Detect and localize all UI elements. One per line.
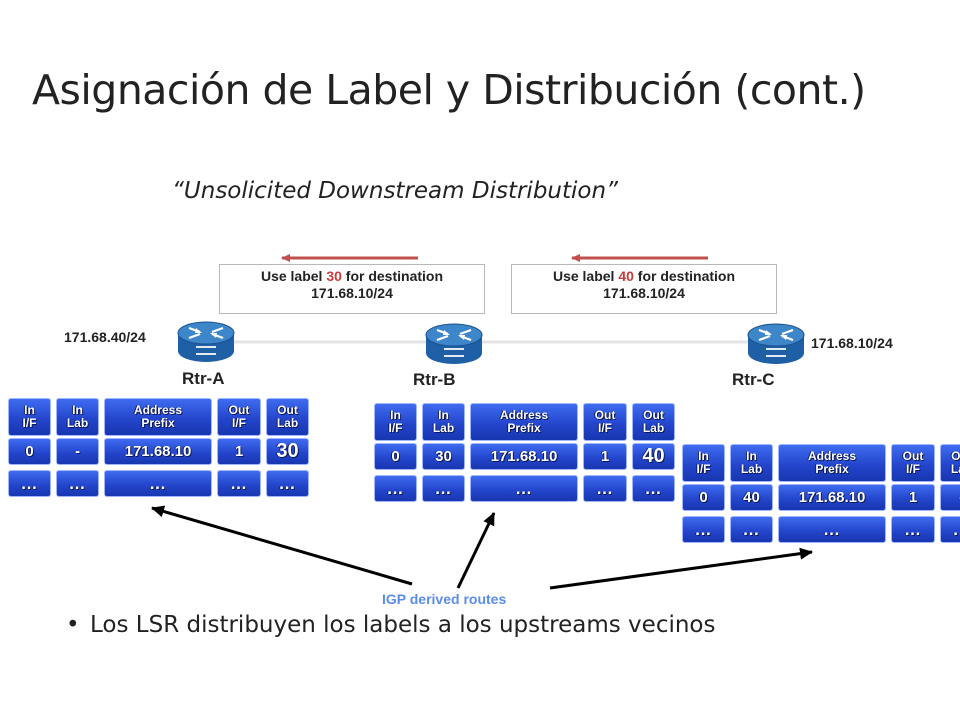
table-cell-more: … (104, 470, 212, 497)
table-cell-more: … (891, 516, 935, 543)
message-label: 40 (618, 268, 634, 284)
table-header-address-prefix: Address Prefix (104, 398, 212, 436)
table-cell-more: … (422, 475, 465, 502)
table-header-in-lab: In Lab (422, 403, 465, 441)
table-cell-out-if: 1 (583, 443, 627, 470)
bullet-dot: • (66, 612, 80, 638)
table-header-address-prefix: Address Prefix (778, 444, 886, 482)
message-destination: 171.68.10/24 (603, 285, 685, 301)
table-cell-address-prefix: 171.68.10 (778, 484, 886, 511)
igp-arrow-b (456, 512, 496, 589)
table-cell-more: … (682, 516, 725, 543)
table-cell-out-if: 1 (217, 438, 261, 465)
subtitle: “Unsolicited Downstream Distribution” (172, 178, 618, 204)
table-cell-more: … (56, 470, 99, 497)
router-name-a: Rtr-A (182, 369, 225, 388)
table-header-out-lab: Out Lab (266, 398, 309, 436)
table-cell-more: … (374, 475, 417, 502)
igp-arrow-c (549, 547, 813, 590)
message-text: for destination (341, 268, 444, 284)
message-label: 30 (326, 268, 342, 284)
table-cell-address-prefix: 171.68.10 (104, 438, 212, 465)
table-cell-more: … (940, 516, 960, 543)
table-header-in-if: In I/F (8, 398, 51, 436)
table-cell-out-lab: 40 (632, 443, 675, 470)
router-name-c: Rtr-C (732, 370, 775, 389)
table-cell-out-lab: - (940, 484, 960, 511)
table-cell-more: … (217, 470, 261, 497)
table-cell-in-if: 0 (8, 438, 51, 465)
igp-arrow-a (151, 505, 413, 586)
table-cell-in-if: 0 (682, 484, 725, 511)
table-header-in-lab: In Lab (56, 398, 99, 436)
table-header-out-lab: Out Lab (940, 444, 960, 482)
message-text: Use label (260, 268, 327, 284)
table-header-address-prefix: Address Prefix (470, 403, 578, 441)
prefix-left: 171.68.40/24 (64, 329, 146, 345)
message-text: for destination (633, 268, 736, 284)
table-cell-out-lab: 30 (266, 438, 309, 465)
table-header-out-if: Out I/F (583, 403, 627, 441)
table-cell-in-lab: 40 (730, 484, 773, 511)
message-destination: 171.68.10/24 (311, 285, 393, 301)
router-icon (746, 321, 806, 367)
message-text: Use label (552, 268, 619, 284)
router-icon (424, 321, 484, 367)
table-cell-more: … (266, 470, 309, 497)
label-message-1: Use label 30 for destination 171.68.10/2… (219, 264, 485, 314)
table-header-out-lab: Out Lab (632, 403, 675, 441)
table-cell-more: … (8, 470, 51, 497)
label-message-2: Use label 40 for destination 171.68.10/2… (511, 264, 777, 314)
router-icon (176, 319, 236, 365)
table-header-in-if: In I/F (374, 403, 417, 441)
table-cell-in-lab: - (56, 438, 99, 465)
table-cell-out-if: 1 (891, 484, 935, 511)
igp-label: IGP derived routes (378, 591, 511, 607)
table-cell-more: … (632, 475, 675, 502)
table-cell-more: … (730, 516, 773, 543)
table-header-in-if: In I/F (682, 444, 725, 482)
table-header-out-if: Out I/F (891, 444, 935, 482)
router-name-b: Rtr-B (413, 370, 456, 389)
table-cell-more: … (778, 516, 886, 543)
table-cell-more: … (470, 475, 578, 502)
bullet-point: • Los LSR distribuyen los labels a los up… (66, 612, 715, 638)
table-cell-address-prefix: 171.68.10 (470, 443, 578, 470)
table-cell-in-if: 0 (374, 443, 417, 470)
table-header-in-lab: In Lab (730, 444, 773, 482)
table-header-out-if: Out I/F (217, 398, 261, 436)
table-cell-more: … (583, 475, 627, 502)
bullet-text: Los LSR distribuyen los labels a los ups… (90, 612, 716, 638)
table-cell-in-lab: 30 (422, 443, 465, 470)
prefix-right: 171.68.10/24 (811, 335, 893, 351)
page-title: Asignación de Label y Distribución (cont… (32, 66, 866, 114)
